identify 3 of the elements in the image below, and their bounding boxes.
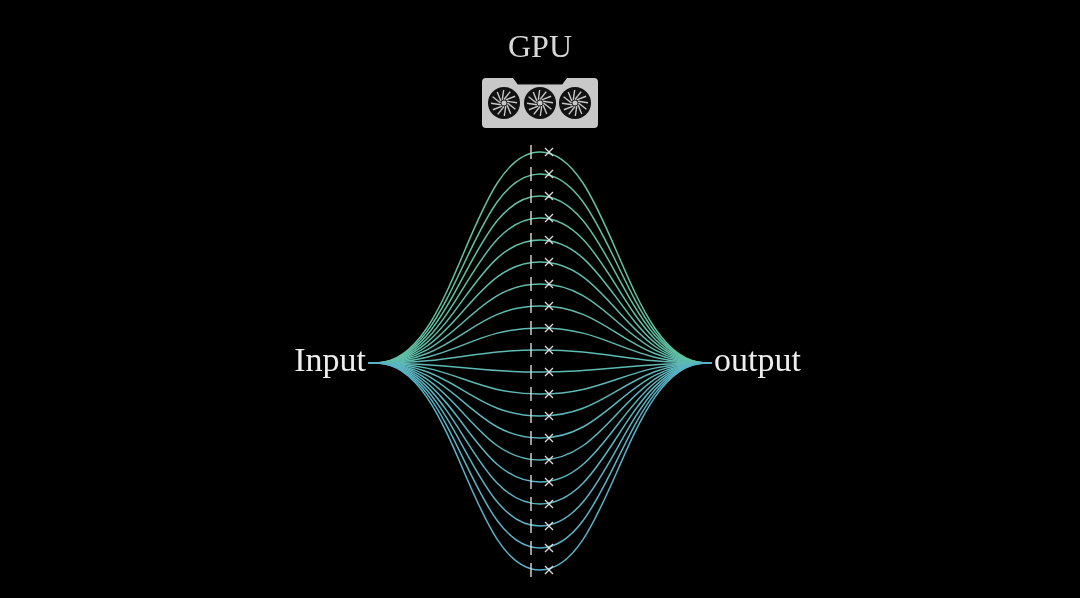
node-label: Input	[270, 340, 366, 380]
title-label: GPU	[507, 30, 573, 62]
node-label: output	[714, 340, 832, 380]
